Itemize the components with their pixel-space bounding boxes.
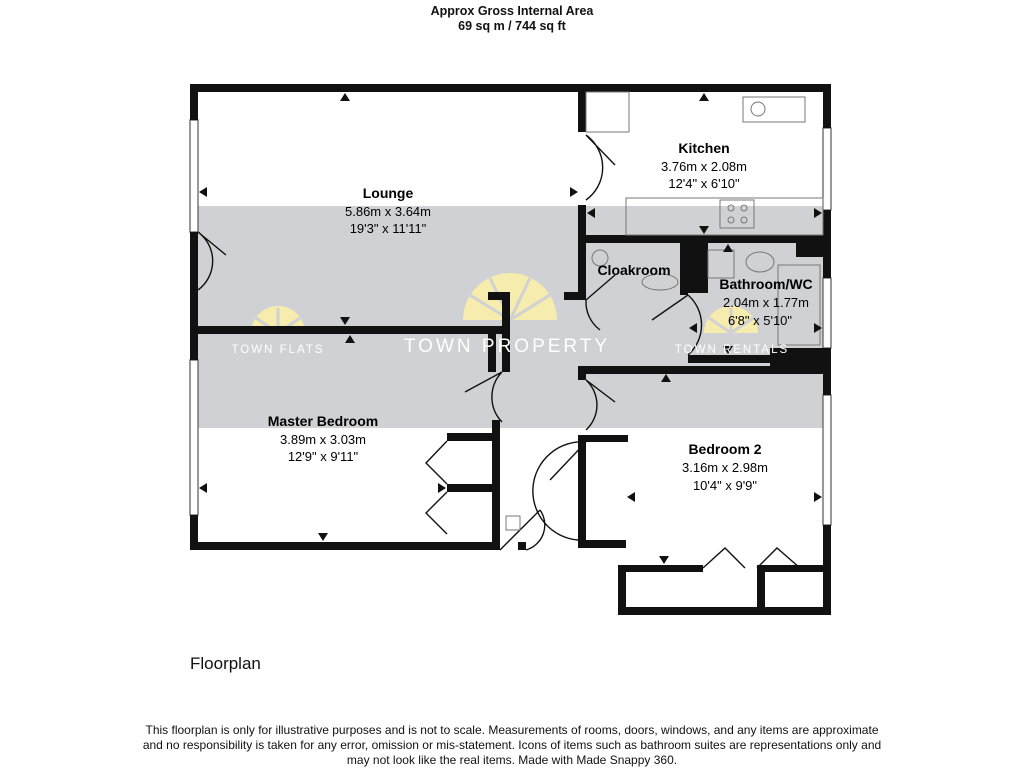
room-lounge: Lounge 5.86m x 3.64m 19'3" x 11'11" — [345, 185, 431, 236]
area-header: Approx Gross Internal Area 69 sq m / 744… — [0, 4, 1024, 34]
bath-wc-icon — [707, 249, 735, 279]
bedroom-2-imperial: 10'4" x 9'9" — [693, 478, 757, 493]
sink-icon — [742, 96, 806, 123]
room-bathroom: Bathroom/WC 2.04m x 1.77m 6'8" x 5'10" — [719, 276, 812, 328]
kitchen-name: Kitchen — [678, 140, 729, 156]
bathroom-name: Bathroom/WC — [719, 276, 812, 292]
master-bedroom-imperial: 12'9" x 9'11" — [288, 449, 359, 464]
bathroom-imperial: 6'8" x 5'10" — [728, 313, 792, 328]
kitchen-metric: 3.76m x 2.08m — [661, 159, 747, 174]
cloakroom-basin-icon — [591, 249, 609, 267]
cloakroom-name: Cloakroom — [597, 262, 670, 278]
disclaimer: This floorplan is only for illustrative … — [100, 723, 924, 768]
bedroom-2-name: Bedroom 2 — [688, 441, 761, 457]
disclaimer-line-3: may not look like the real items. Made w… — [346, 753, 678, 767]
bath-basin-icon — [745, 251, 775, 273]
lounge-metric: 5.86m x 3.64m — [345, 204, 431, 219]
room-bedroom-2: Bedroom 2 3.16m x 2.98m 10'4" x 9'9" — [682, 441, 768, 493]
floor-label: Floorplan — [190, 654, 261, 673]
cloakroom-wc-icon — [641, 273, 679, 291]
bathroom-metric: 2.04m x 1.77m — [723, 295, 809, 310]
bathtub-icon — [777, 264, 821, 346]
master-bedroom-name: Master Bedroom — [268, 413, 378, 429]
disclaimer-line-2: and no responsibility is taken for any e… — [142, 738, 882, 752]
watermark-left-text: TOWN FLATS — [231, 344, 324, 356]
master-bedroom-metric: 3.89m x 3.03m — [280, 432, 366, 447]
disclaimer-line-1: This floorplan is only for illustrative … — [145, 723, 879, 737]
room-cloakroom: Cloakroom — [597, 262, 670, 278]
area-size: 69 sq m / 744 sq ft — [458, 19, 566, 33]
measure-arrows — [199, 93, 822, 564]
area-title: Approx Gross Internal Area — [430, 4, 594, 18]
bedroom-2-metric: 3.16m x 2.98m — [682, 460, 768, 475]
lounge-imperial: 19'3" x 11'11" — [350, 221, 427, 236]
hob-icon — [719, 199, 755, 229]
lounge-name: Lounge — [363, 185, 414, 201]
room-master-bedroom: Master Bedroom 3.89m x 3.03m 12'9" x 9'1… — [268, 413, 378, 464]
walls — [190, 84, 831, 615]
watermark-main-text: TOWN PROPERTY — [404, 336, 610, 357]
kitchen-imperial: 12'4" x 6'10" — [668, 176, 740, 191]
room-kitchen: Kitchen 3.76m x 2.08m 12'4" x 6'10" — [661, 140, 747, 191]
watermark-right-text: TOWN RENTALS — [675, 344, 789, 356]
fixtures — [505, 91, 824, 531]
